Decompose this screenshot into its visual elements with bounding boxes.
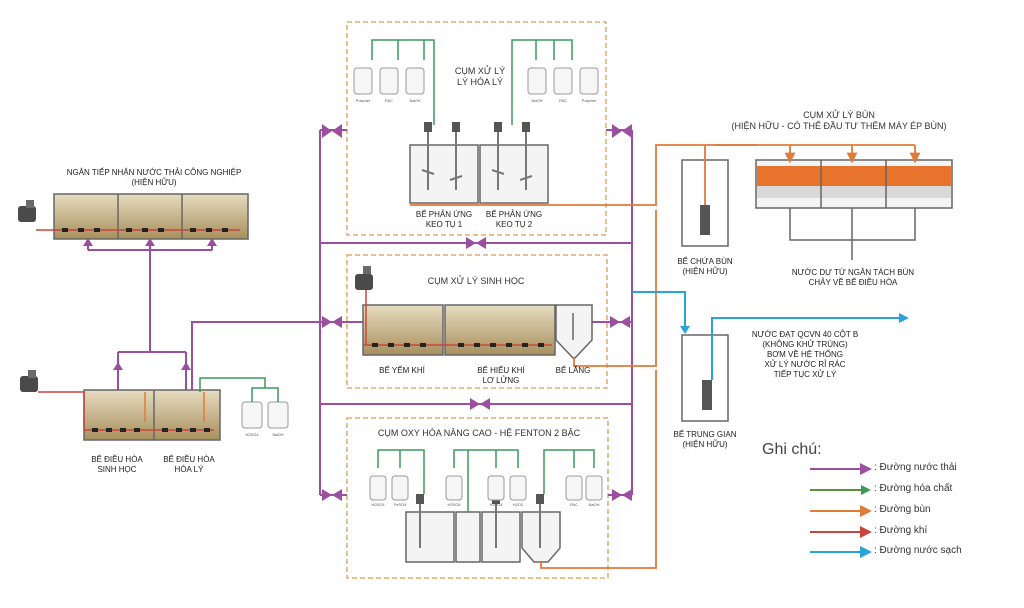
chem-label: Polymer [355, 98, 371, 103]
bio-tanks [362, 304, 593, 359]
legend-title: Ghi chú: [762, 441, 822, 458]
legend-item-clean-water: : Đường nước sạch [874, 545, 962, 556]
filtrate-note: NƯỚC DƯ TỪ NGĂN TÁCH BÙN CHẢY VỀ BỂ ĐIỀU… [791, 268, 915, 287]
chem-label: NaOH [531, 98, 543, 103]
wastewater-arrowheads [83, 238, 217, 370]
intermediate-label: BỂ TRUNG GIAN (HIỆN HỮU) [673, 430, 737, 449]
fenton-tanks [405, 370, 657, 569]
settling-label: BỂ LẮNG [555, 366, 591, 375]
chem-label: H2O2 [512, 502, 524, 507]
coag1-label: BỂ PHẢN ỨNG KEO TỤ 1 [415, 210, 473, 229]
blower-icon [355, 266, 373, 345]
fenton-cluster-box [346, 417, 609, 579]
equalization-tanks [38, 389, 221, 441]
chem-label: H2SO4 [371, 502, 385, 507]
legend-item-chemical: : Đường hóa chất [874, 483, 953, 494]
intermediate-tank [681, 334, 729, 422]
clean-water-pipes [632, 291, 905, 380]
blower-icon [20, 370, 38, 392]
chem-label: H2SO4 [245, 432, 259, 437]
physchem-chemical-tanks [353, 39, 599, 125]
settling-sludge-line [573, 210, 657, 367]
legend-item-air: : Đường khí [874, 525, 928, 536]
legend-item-wastewater: : Đường nước thải [874, 462, 957, 473]
chem-label: NaOH [272, 432, 284, 437]
anaerobic-label: BỂ YẾM KHÍ [379, 366, 425, 375]
fenton-chemical-tanks [369, 449, 603, 512]
fenton-cluster-label: CỤM OXY HÓA NÂNG CAO - HỆ FENTON 2 BẬC [377, 428, 581, 438]
wastewater-valves [322, 124, 632, 501]
chem-label: H2SO4 [447, 502, 461, 507]
blower-icon [18, 200, 36, 222]
chem-label: NaOH [588, 502, 600, 507]
eq-chemical-tanks [199, 377, 289, 429]
legend-lines [810, 463, 872, 558]
aerobic-label: BỂ HIẾU KHÍ LƠ LỬNG [477, 366, 525, 385]
intake-tank [36, 193, 249, 240]
physchem-cluster-label: CỤM XỬ LÝ LÝ HÓA LÝ [454, 66, 506, 87]
eq-physchem-label: BỂ ĐIỀU HÒA HÓA LÝ [163, 455, 215, 474]
chem-label: Polymer [581, 98, 597, 103]
chem-label: PAC [559, 98, 567, 103]
intake-tank-label: NGĂN TIẾP NHẬN NƯỚC THẢI CÔNG NGHIỆP (HI… [66, 168, 242, 187]
sludge-holding-label: BỂ CHỨA BÙN (HIỆN HỮU) [677, 257, 733, 276]
chem-label: H2SO4 [489, 502, 503, 507]
chem-label: FeSO4 [393, 502, 407, 507]
sludge-holding-tank [681, 145, 729, 247]
sludge-drying-beds [715, 144, 953, 260]
sludge-cluster-label: CỤM XỬ LÝ BÙN (HIỆN HỮU - CÓ THỂ ĐẦU TƯ … [731, 110, 947, 131]
chem-label: NaOH [409, 98, 421, 103]
effluent-note: NƯỚC ĐẠT QCVN 40 CỘT B (KHÔNG KHỬ TRÙNG)… [751, 330, 859, 379]
coag2-label: BỂ PHẢN ỨNG KEO TỤ 2 [485, 210, 543, 229]
legend-item-sludge: : Đường bùn [874, 504, 931, 515]
coagulation-tanks [409, 122, 549, 204]
chem-label: PAC [385, 98, 393, 103]
bio-cluster-box [346, 254, 608, 389]
bio-cluster-label: CỤM XỬ LÝ SINH HỌC [427, 276, 525, 286]
physchem-cluster-box [346, 21, 607, 236]
chem-label: PAC [570, 502, 578, 507]
eq-bio-label: BỂ ĐIỀU HÒA SINH HỌC [91, 455, 143, 474]
physchem-sludge-line [410, 144, 758, 206]
